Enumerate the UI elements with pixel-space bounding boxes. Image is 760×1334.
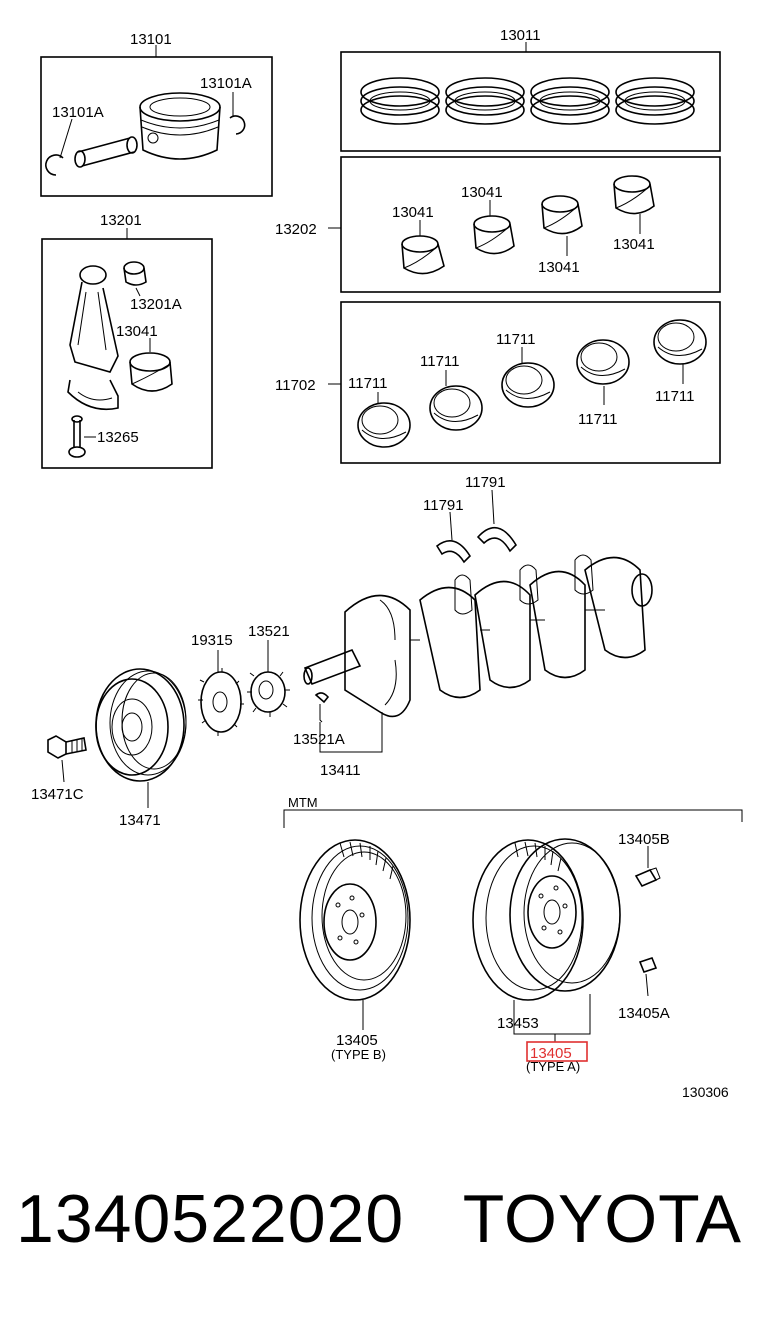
brand-name: TOYOTA [462,1181,742,1257]
label-conrod-bolt[interactable]: 13265 [97,429,139,446]
label-type-a[interactable]: (TYPE A) [526,1059,580,1074]
piston-rings [360,77,695,125]
part-number: 1340522020 [16,1181,405,1257]
label-thrust-washer-b[interactable]: 11791 [465,474,506,491]
label-piston-set[interactable]: 13101 [130,31,172,48]
label-main-bearing-group[interactable]: 11702 [275,377,316,394]
label-flywheel-bolt[interactable]: 13405B [618,831,670,848]
label-conrod-bearing-group[interactable]: 13202 [275,221,317,238]
piston-pin [74,136,138,168]
snap-ring-right [229,115,246,135]
label-main-b4[interactable]: 11711 [578,411,618,428]
label-pulley-bolt[interactable]: 13471C [31,786,84,803]
flywheel-type-b [299,839,411,1001]
crank-timing-gear [247,667,290,717]
label-bushing[interactable]: 13201A [130,296,182,313]
label-key[interactable]: 13521A [293,731,345,748]
label-ring-gear[interactable]: 13453 [497,1015,539,1032]
label-mtm[interactable]: MTM [288,795,318,810]
label-dowel-pin[interactable]: 13405A [618,1005,670,1022]
conrod-bearing-box: 13202 13041 13041 13041 13041 [275,156,721,293]
label-bearing-a3[interactable]: 13041 [538,259,580,276]
conrod-bolt [68,415,86,458]
label-diagram-code: 130306 [682,1084,729,1100]
label-snap-ring-right[interactable]: 13101A [200,75,252,92]
conrod-bearing-shell [129,352,173,392]
label-main-b1[interactable]: 11711 [348,375,388,392]
main-bearing-shells [357,319,707,448]
bearing-shells-upper [401,175,655,275]
piston-box: 13101 13101A 13101A [40,31,273,197]
pulley-bolt [47,735,87,759]
label-conrod-bearing[interactable]: 13041 [116,323,158,340]
dowel-pin [638,957,658,973]
label-main-b2[interactable]: 11711 [420,353,460,370]
crankshaft [303,554,653,718]
label-crankshaft[interactable]: 13411 [320,762,361,779]
mtm-bracket [283,809,743,828]
label-bearing-a2[interactable]: 13041 [461,184,503,201]
crank-pulley [95,668,187,782]
label-ring-set[interactable]: 13011 [500,27,541,44]
connecting-rod [67,265,119,411]
conrod-box: 13201 13201A 13041 13265 [41,212,213,469]
crank-plate [198,668,244,736]
label-plate[interactable]: 19315 [191,632,233,649]
label-snap-ring-left[interactable]: 13101A [52,104,104,121]
label-type-b[interactable]: (TYPE B) [331,1047,386,1062]
snap-ring-left [45,154,64,176]
highlight-box [526,1041,588,1062]
thrust-washers: 11791 11791 [423,474,518,564]
label-conrod-assy[interactable]: 13201 [100,212,142,229]
footer: 1340522020 TOYOTA [0,1180,760,1290]
label-main-b3[interactable]: 11711 [496,331,536,348]
label-flywheel-b[interactable]: 13405 [336,1032,378,1049]
label-timing-gear[interactable]: 13521 [248,623,290,640]
conrod-bushing [123,261,147,286]
flywheel-type-a [472,838,621,1001]
crankshaft-key [314,692,330,704]
label-bearing-a4[interactable]: 13041 [613,236,655,253]
label-pulley[interactable]: 13471 [119,812,161,829]
flywheel-bolt [634,867,661,888]
ring-set-box: 13011 [340,27,721,152]
piston-drawing [139,92,221,160]
parts-diagram: 13101 13101A 13101A 13011 [31,27,743,1100]
label-main-b5[interactable]: 11711 [655,388,695,405]
label-thrust-washer-a[interactable]: 11791 [423,497,464,514]
label-bearing-a1[interactable]: 13041 [392,204,434,221]
label-flywheel-a[interactable]: 13405 [530,1045,572,1062]
main-bearing-box: 11702 11711 11711 11711 11711 11711 [275,301,721,464]
